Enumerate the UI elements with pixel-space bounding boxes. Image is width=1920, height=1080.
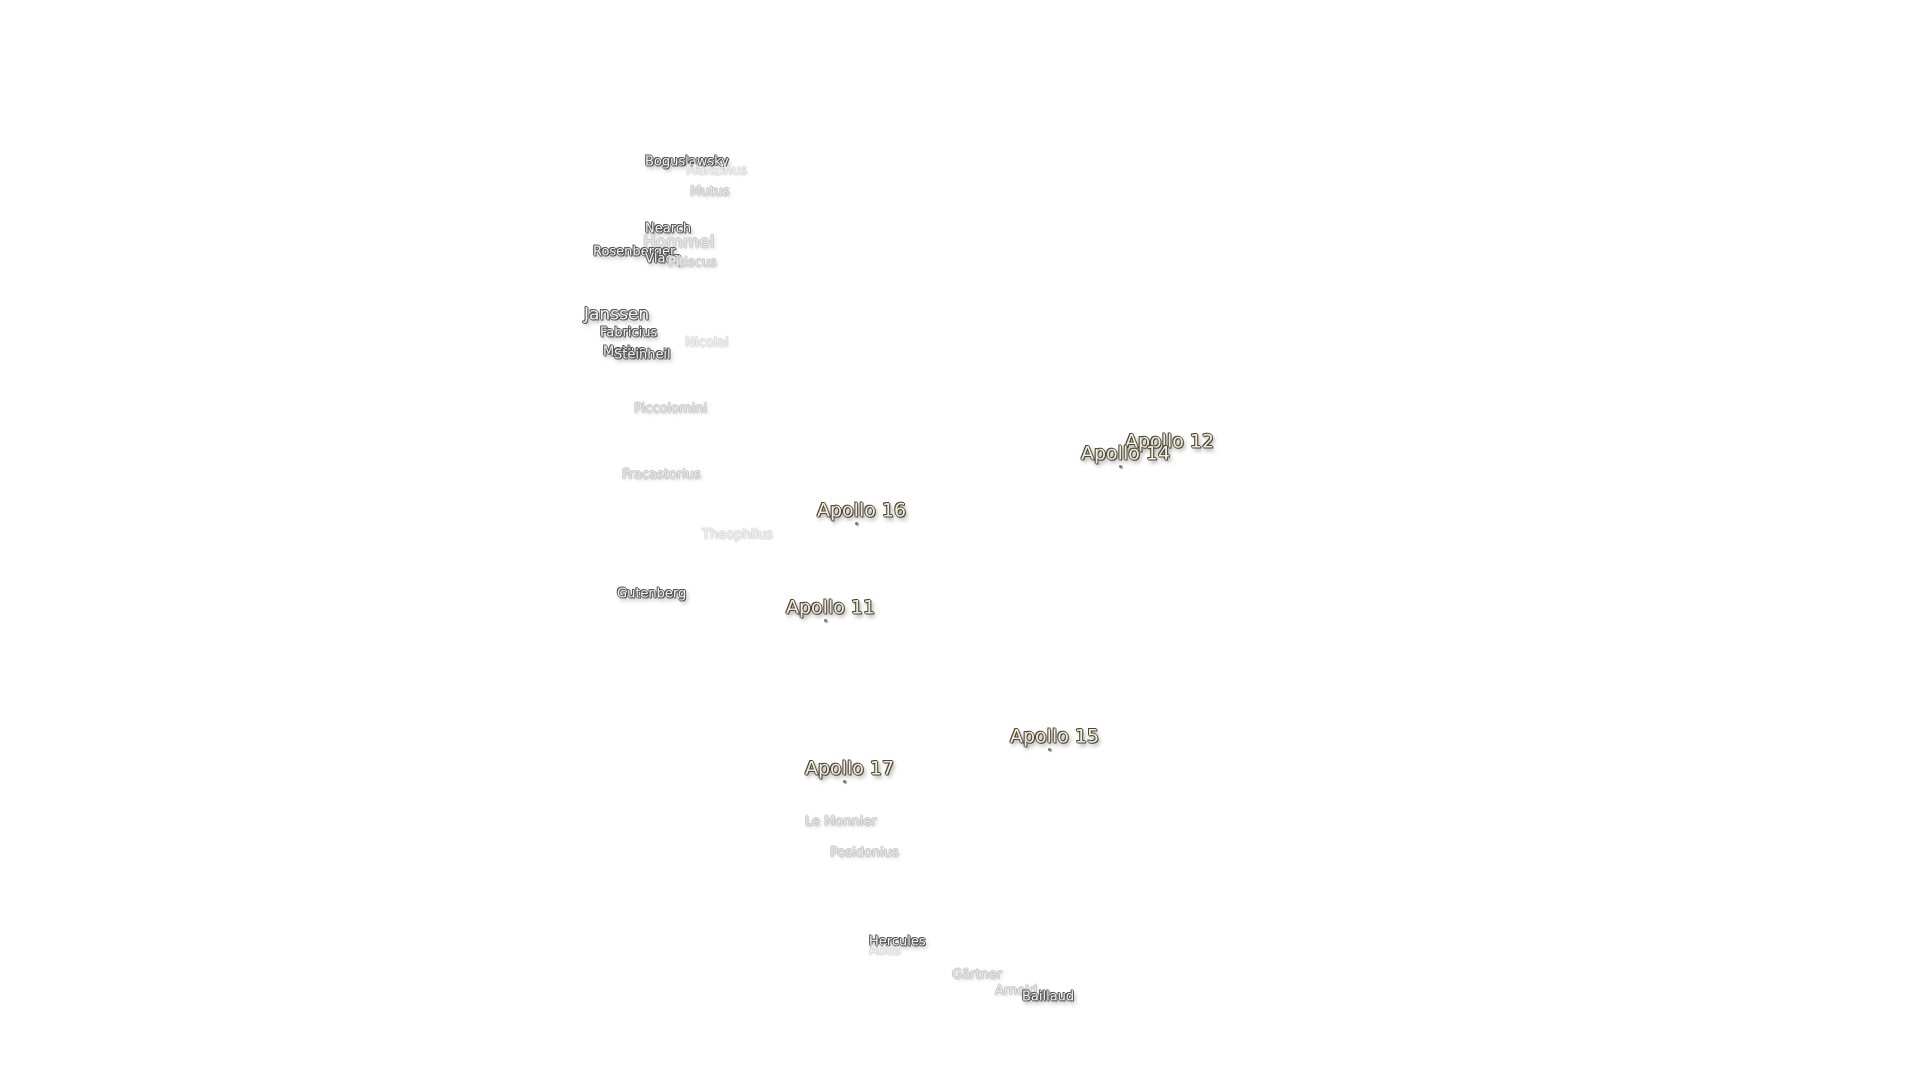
landing-site-marker-icon[interactable] xyxy=(843,780,846,783)
crater-label-steinheil: Steinheil xyxy=(614,347,671,363)
landing-site-label-apollo-11[interactable]: Apollo 11 xyxy=(786,596,876,619)
crater-label-hercules: Hercules xyxy=(869,934,926,950)
crater-label-manzinus: Manzinus xyxy=(686,163,748,179)
crater-label-rosenberger: Rosenberger xyxy=(593,244,676,260)
crater-label-mutus: Mutus xyxy=(690,184,730,200)
crater-label-nearch: Nearch xyxy=(645,221,692,237)
landing-site-label-apollo-15[interactable]: Apollo 15 xyxy=(1010,725,1100,748)
crater-label-pitiscus: Pitiscus xyxy=(668,255,717,271)
crater-label-piccolomini: Piccolomini xyxy=(634,401,708,417)
landing-site-marker-icon[interactable] xyxy=(824,619,827,622)
crater-label-atlas: Atlas xyxy=(869,943,902,959)
crater-label-hommel: Hommel xyxy=(643,232,715,253)
crater-label-metius: Metius xyxy=(603,344,646,360)
landing-site-label-apollo-16[interactable]: Apollo 16 xyxy=(817,499,907,522)
crater-label-vlacq: Vlacq xyxy=(645,251,681,267)
landing-site-label-apollo-12[interactable]: Apollo 12 xyxy=(1125,430,1215,453)
crater-label-posidonius: Posidonius xyxy=(830,845,899,861)
crater-label-baillaud: Baillaud xyxy=(1022,989,1075,1005)
crater-label-fracastorius: Fracastorius xyxy=(622,467,701,483)
crater-label-gartner: Gärtner xyxy=(952,967,1003,983)
landing-site-label-apollo-14[interactable]: Apollo 14 xyxy=(1081,442,1171,465)
crater-label-theophilus: Theophilus xyxy=(702,527,773,543)
landing-site-marker-icon[interactable] xyxy=(855,522,858,525)
landing-site-label-apollo-17[interactable]: Apollo 17 xyxy=(805,757,895,780)
landing-site-marker-icon[interactable] xyxy=(1164,453,1167,456)
crater-label-boguslawsky: Boguslawsky xyxy=(645,154,729,170)
landing-site-marker-icon[interactable] xyxy=(1119,465,1122,468)
landing-site-marker-icon[interactable] xyxy=(1048,748,1051,751)
crater-label-janssen: Janssen xyxy=(584,304,650,325)
crater-label-le-monnier: Le Monnier xyxy=(805,814,877,830)
crater-label-fabricius: Fabricius xyxy=(600,325,658,341)
crater-label-arnold: Arnold xyxy=(995,983,1038,999)
crater-label-nicolai: Nicolai xyxy=(685,335,729,351)
crater-label-gutenberg: Gutenberg xyxy=(617,586,687,602)
